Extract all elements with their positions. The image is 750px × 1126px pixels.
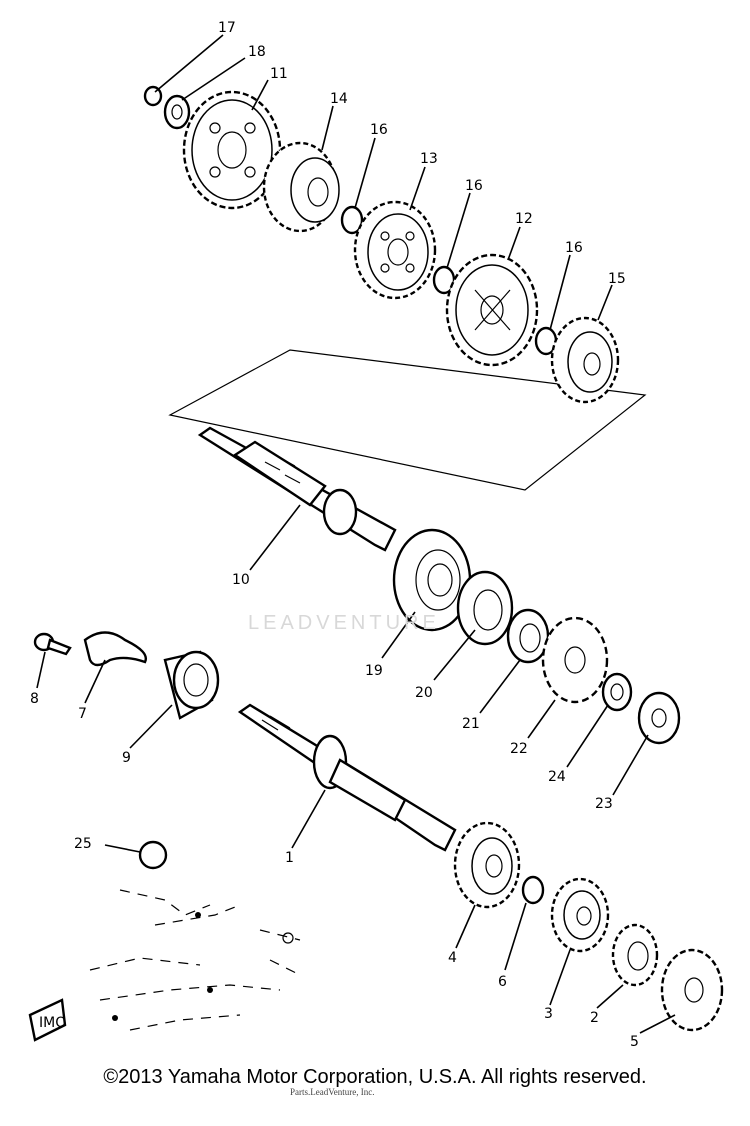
copyright-text: ©2013 Yamaha Motor Corporation, U.S.A. A… (103, 1066, 647, 1088)
callout-15: 15 (608, 271, 626, 287)
callout-10: 10 (232, 572, 250, 588)
overlay-note: Parts.LeadVenture, Inc. (290, 1087, 375, 1097)
leader-lines (36, 34, 676, 1034)
part-1-shaft (237, 703, 457, 852)
crankcase-sketch: IMO (28, 889, 301, 1042)
callout-7: 7 (78, 706, 87, 722)
part-22-sprocket (541, 616, 609, 704)
callout-3: 3 (544, 1006, 553, 1022)
callout-1: 1 (285, 850, 294, 866)
callout-5: 5 (630, 1034, 639, 1050)
callout-24: 24 (548, 769, 566, 785)
callout-14: 14 (330, 91, 348, 107)
callout-21: 21 (462, 716, 480, 732)
callout-6: 6 (498, 974, 507, 990)
callout-2: 2 (590, 1010, 599, 1026)
part-13-gear (353, 200, 437, 300)
callout-22: 22 (510, 741, 528, 757)
part-21-collar (506, 608, 550, 664)
part-25-ball (138, 840, 168, 870)
part-20-seal (456, 570, 514, 646)
part-11-gear (182, 90, 282, 210)
watermark: LEADVENTURE (248, 612, 440, 634)
callout-17: 17 (218, 20, 236, 36)
part-3-gear (550, 877, 610, 953)
callout-12: 12 (515, 211, 533, 227)
callout-19: 19 (365, 663, 383, 679)
callout-16: 16 (370, 122, 388, 138)
part-8-bolt (33, 632, 72, 656)
callout-23: 23 (595, 796, 613, 812)
callout-13: 13 (420, 151, 438, 167)
part-5-sprocket (660, 948, 724, 1032)
callout-11: 11 (270, 66, 288, 82)
callout-8: 8 (30, 691, 39, 707)
part-16-circlip-a (340, 205, 364, 235)
part-12-gear (445, 253, 539, 367)
callout-9: 9 (122, 750, 131, 766)
part-23-nut (637, 691, 681, 745)
part-24-lockwasher (601, 672, 633, 712)
part-14-gear (262, 141, 340, 233)
callout-25: 25 (74, 836, 92, 852)
part-9-bearing (163, 650, 220, 720)
part-16-circlip-b (432, 265, 456, 295)
callout-4: 4 (448, 950, 457, 966)
callout-16: 16 (565, 240, 583, 256)
callout-labels: 17 18 11 14 16 13 16 12 16 15 10 19 20 2… (30, 20, 639, 1050)
part-6-circlip (521, 875, 545, 905)
part-10-shaft (197, 426, 397, 552)
assembly-outline (168, 349, 647, 491)
part-17-circlip (143, 85, 163, 107)
callout-20: 20 (415, 685, 433, 701)
part-4-gear (453, 821, 521, 909)
part-7-stopper (83, 631, 147, 667)
part-2-gear (611, 923, 659, 987)
callout-16: 16 (465, 178, 483, 194)
part-15-gear (550, 316, 620, 404)
imo-logo: IMO (39, 1015, 66, 1031)
callout-18: 18 (248, 44, 266, 60)
part-18-washer (163, 94, 191, 130)
